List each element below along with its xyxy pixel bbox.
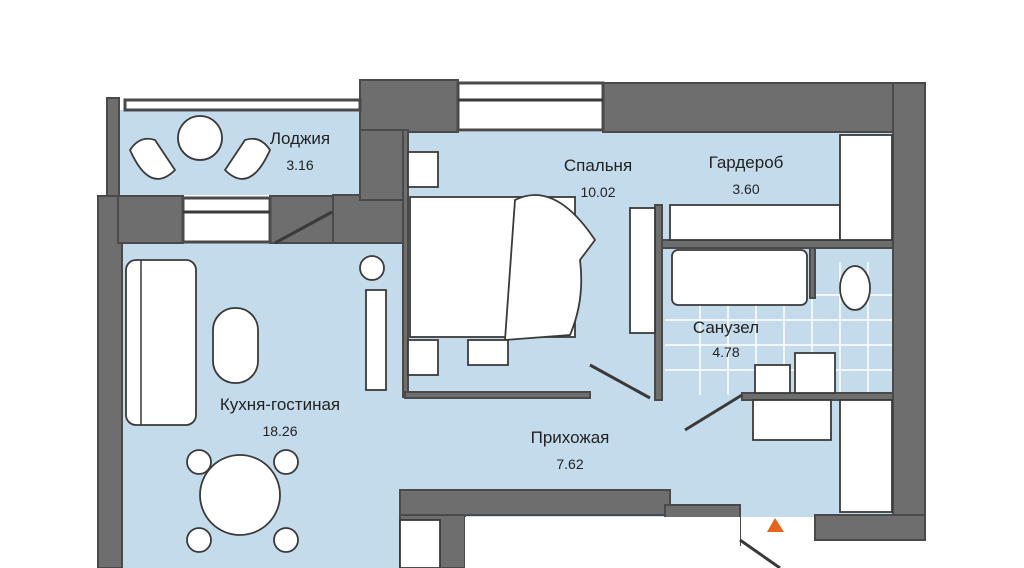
door-swings <box>274 210 781 568</box>
loggia-chair <box>128 137 177 180</box>
room-area-loggia: 3.16 <box>286 157 313 173</box>
nightstand <box>407 339 439 376</box>
dining-table <box>199 454 281 536</box>
room-name-garderobe: Гардероб <box>709 153 784 172</box>
room-area-bathroom: 4.78 <box>712 344 739 360</box>
sofa <box>125 259 197 426</box>
tv-stand <box>365 289 387 391</box>
windows <box>123 81 740 568</box>
room-area-bedroom: 10.02 <box>580 184 615 200</box>
room-name-loggia: Лоджия <box>270 129 330 148</box>
rug <box>467 339 509 366</box>
washing-machine <box>754 364 791 394</box>
room-name-hall: Прихожая <box>531 428 610 447</box>
room-area-garderobe: 3.60 <box>732 181 759 197</box>
entrance-marker-icon <box>767 518 784 532</box>
bathtub <box>671 249 808 306</box>
loggia-table <box>177 115 223 161</box>
toilet <box>839 265 871 311</box>
shoe-cabinet <box>752 399 832 441</box>
room-name-bedroom: Спальня <box>564 156 632 175</box>
hall-rack <box>839 399 893 513</box>
furniture <box>125 115 893 568</box>
coffee-table <box>212 307 259 384</box>
stairwell <box>465 517 740 568</box>
garderobe-shelf <box>669 204 841 241</box>
loggia-window <box>123 98 362 112</box>
plant <box>359 255 385 281</box>
loggia-chair <box>223 137 272 180</box>
nightstand <box>407 151 439 188</box>
bedroom-window <box>456 81 605 132</box>
room-area-hall: 7.62 <box>556 456 583 472</box>
garderobe-rack <box>839 134 893 241</box>
room-area-kitchen-living: 18.26 <box>262 423 297 439</box>
desk <box>399 519 441 568</box>
sink <box>794 352 836 394</box>
room-name-bathroom: Санузел <box>693 318 759 337</box>
blanket <box>504 194 597 341</box>
wardrobe <box>629 207 656 334</box>
room-labels: Лоджия 3.16 Спальня 10.02 Гардероб 3.60 … <box>220 129 784 472</box>
room-name-kitchen-living: Кухня-гостиная <box>220 395 340 414</box>
kitchen-window <box>181 196 272 244</box>
